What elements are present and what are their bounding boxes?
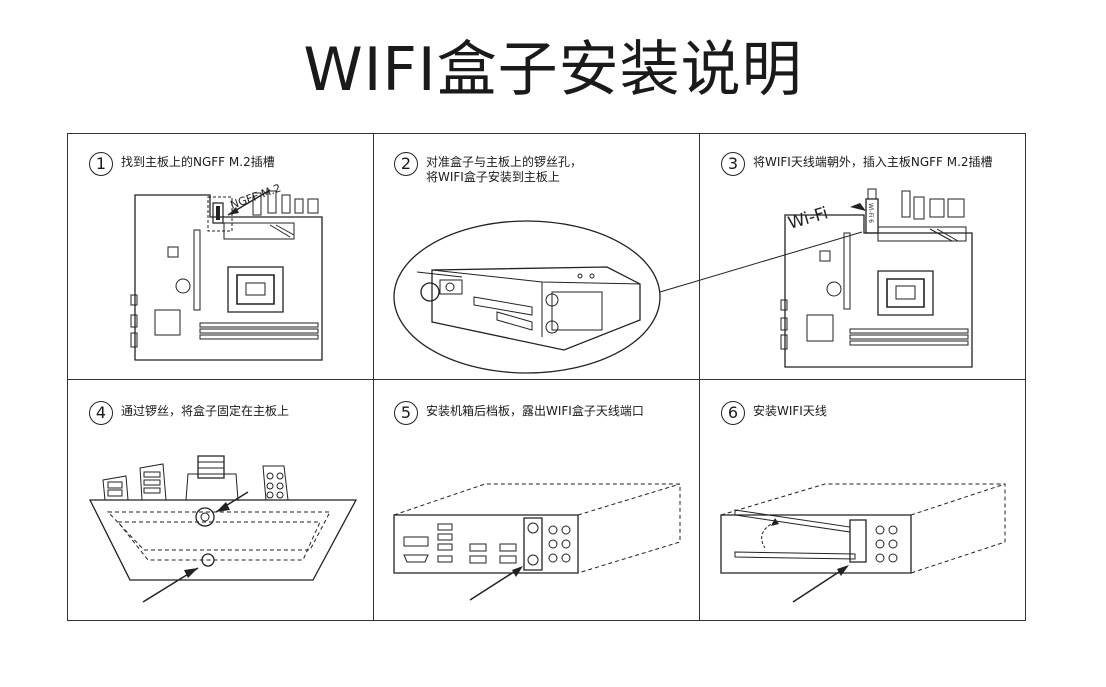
- slot-label: NGFF M.2: [229, 182, 283, 212]
- screw-fixing-illustration: [88, 450, 363, 610]
- grid-divider-vertical-2: [699, 134, 700, 620]
- step-4: 4 通过锣丝，将盒子固定在主板上: [89, 401, 289, 425]
- antenna-install-illustration: [715, 482, 1015, 607]
- step-number: 2: [394, 152, 418, 176]
- step-1: 1 找到主板上的NGFF M.2插槽: [89, 152, 275, 176]
- step-3: 3 将WIFI天线端朝外，插入主板NGFF M.2插槽: [721, 152, 993, 176]
- module-label: Wi-Fi 6: [867, 203, 874, 223]
- instruction-grid: [67, 133, 1026, 621]
- step-number: 1: [89, 152, 113, 176]
- step-number: 4: [89, 401, 113, 425]
- step-text: 将WIFI天线端朝外，插入主板NGFF M.2插槽: [753, 155, 993, 169]
- motherboard-with-module-illustration: Wi-Fi Wi-Fi 6: [780, 185, 980, 370]
- step-text: 对准盒子与主板上的锣丝孔， 将WIFI盒子安装到主板上: [426, 155, 583, 184]
- step-text: 安装机箱后档板，露出WIFI盒子天线端口: [426, 404, 644, 418]
- io-shield-illustration: [390, 482, 690, 607]
- step-text: 通过锣丝，将盒子固定在主板上: [121, 404, 290, 418]
- wifi-box-illustration: [392, 212, 872, 377]
- step-text: 找到主板上的NGFF M.2插槽: [121, 155, 275, 169]
- step-number: 6: [721, 401, 745, 425]
- step-text: 安装WIFI天线: [753, 404, 827, 418]
- step-5: 5 安装机箱后档板，露出WIFI盒子天线端口: [394, 401, 644, 425]
- motherboard-illustration: NGFF M.2: [130, 182, 330, 365]
- wifi-label: Wi-Fi: [786, 203, 831, 233]
- step-number: 5: [394, 401, 418, 425]
- step-2: 2 对准盒子与主板上的锣丝孔， 将WIFI盒子安装到主板上: [394, 152, 582, 185]
- grid-divider-vertical-1: [373, 134, 374, 620]
- grid-divider-horizontal: [68, 379, 1025, 380]
- page-title: WIFI盒子安装说明: [303, 35, 803, 105]
- step-number: 3: [721, 152, 745, 176]
- step-6: 6 安装WIFI天线: [721, 401, 827, 425]
